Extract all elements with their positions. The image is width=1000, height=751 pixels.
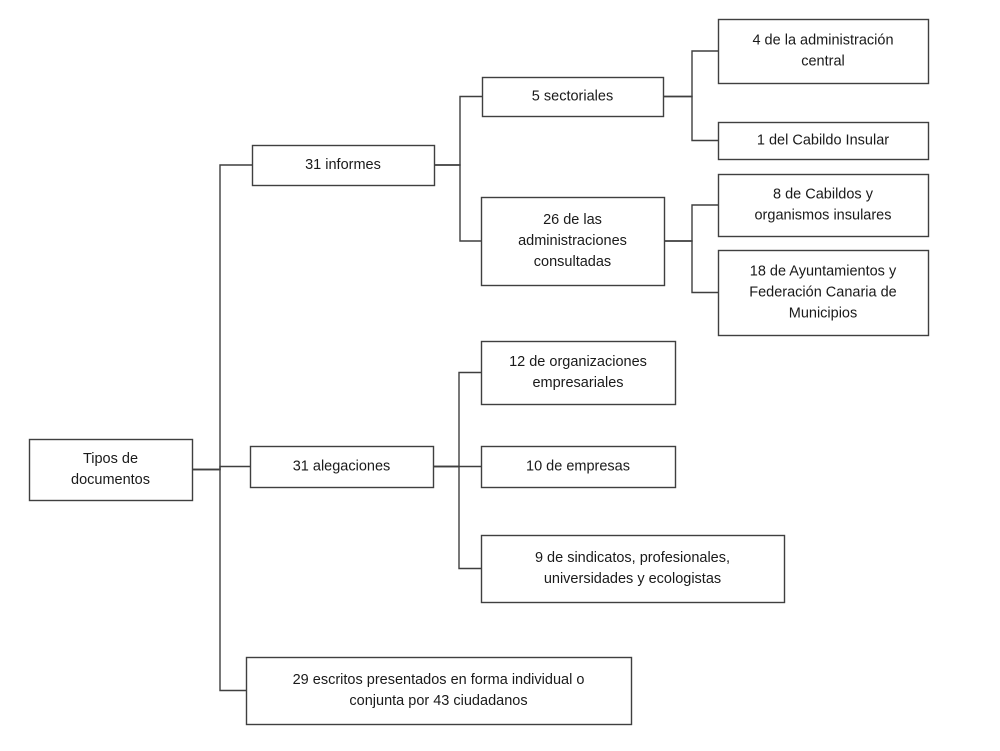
node-sectoriales[interactable]: 5 sectoriales — [481, 76, 665, 118]
node-label-cabildos-organismos-line-1: organismos insulares — [754, 207, 891, 223]
node-box-alegaciones — [249, 445, 435, 489]
node-box-empresas — [480, 445, 677, 489]
node-label-admin-central-line-1: central — [801, 53, 845, 69]
node-label-ayuntamientos-fecam-line-2: Municipios — [789, 305, 858, 321]
node-label-ayuntamientos-fecam-line-0: 18 de Ayuntamientos y — [750, 263, 897, 279]
node-ayuntamientos-fecam[interactable]: 18 de Ayuntamientos y Federación Canaria … — [717, 249, 930, 337]
node-box-ayuntamientos-fecam — [717, 249, 930, 337]
node-label-administraciones-consultadas-line-1: administraciones — [518, 233, 627, 249]
node-empresas[interactable]: 10 de empresas — [480, 445, 677, 489]
connector-informes-to-sectoriales — [434, 95, 482, 166]
node-label-escritos-ciudadanos-line-0: 29 escritos presentados en forma individ… — [293, 672, 585, 688]
node-label-escritos-ciudadanos-line-1: conjunta por 43 ciudadanos — [349, 693, 527, 709]
node-label-administraciones-consultadas-line-0: 26 de las — [543, 212, 602, 228]
node-label-cabildo-insular-line-0: 1 del Cabildo Insular — [757, 132, 889, 148]
node-label-informes-line-0: 31 informes — [305, 157, 381, 173]
node-label-alegaciones-line-0: 31 alegaciones — [293, 458, 391, 474]
node-cabildo-insular[interactable]: 1 del Cabildo Insular — [717, 121, 930, 161]
node-root[interactable]: Tipos de documentos — [28, 438, 194, 502]
connector-alegaciones-to-sindicatos — [433, 465, 481, 570]
connector-administraciones-to-cabildos — [664, 204, 718, 242]
node-informes[interactable]: 31 informes — [251, 144, 436, 187]
node-box-cabildo-insular — [717, 121, 930, 161]
connector-administraciones-to-ayuntamientos — [664, 240, 718, 294]
node-box-sindicatos — [480, 534, 786, 604]
node-organizaciones-empresariales[interactable]: 12 de organizaciones empresariales — [480, 340, 677, 406]
node-cabildos-organismos[interactable]: 8 de Cabildos y organismos insulares — [717, 173, 930, 238]
node-box-escritos-ciudadanos — [245, 656, 633, 726]
node-label-administraciones-consultadas-line-2: consultadas — [534, 254, 611, 270]
connector-root-to-escritos — [192, 468, 246, 692]
connector-sectoriales-to-admin-central — [663, 50, 718, 98]
node-box-organizaciones-empresariales — [480, 340, 677, 406]
node-escritos-ciudadanos[interactable]: 29 escritos presentados en forma individ… — [245, 656, 633, 726]
connector-root-to-informes — [192, 164, 252, 471]
connector-informes-to-administraciones — [434, 164, 481, 242]
node-box-administraciones-consultadas — [480, 196, 666, 287]
node-label-empresas-line-0: 10 de empresas — [526, 458, 630, 474]
node-label-root-line-0: Tipos de — [83, 451, 138, 467]
node-label-ayuntamientos-fecam-line-1: Federación Canaria de — [749, 284, 897, 300]
node-label-root-line-1: documentos — [71, 472, 150, 488]
node-box-cabildos-organismos — [717, 173, 930, 238]
node-label-sindicatos-line-0: 9 de sindicatos, profesionales, — [535, 550, 730, 566]
node-admin-central[interactable]: 4 de la administración central — [717, 18, 930, 85]
node-sindicatos[interactable]: 9 de sindicatos, profesionales, universid… — [480, 534, 786, 604]
node-box-root — [28, 438, 194, 502]
node-label-sectoriales-line-0: 5 sectoriales — [532, 88, 613, 104]
connector-alegaciones-to-organizaciones — [433, 371, 481, 468]
node-label-sindicatos-line-1: universidades y ecologistas — [544, 571, 721, 587]
node-label-organizaciones-empresariales-line-1: empresariales — [532, 375, 623, 391]
connector-layer — [192, 50, 718, 692]
node-layer: Tipos de documentos 31 informes 5 sectorial… — [28, 18, 930, 726]
node-administraciones-consultadas[interactable]: 26 de las administraciones consultadas — [480, 196, 666, 287]
node-box-informes — [251, 144, 436, 187]
node-label-organizaciones-empresariales-line-0: 12 de organizaciones — [509, 354, 647, 370]
node-box-sectoriales — [481, 76, 665, 118]
node-box-admin-central — [717, 18, 930, 85]
node-label-cabildos-organismos-line-0: 8 de Cabildos y — [773, 186, 874, 202]
node-alegaciones[interactable]: 31 alegaciones — [249, 445, 435, 489]
node-label-admin-central-line-0: 4 de la administración — [752, 32, 893, 48]
connector-sectoriales-to-cabildo — [663, 95, 718, 142]
